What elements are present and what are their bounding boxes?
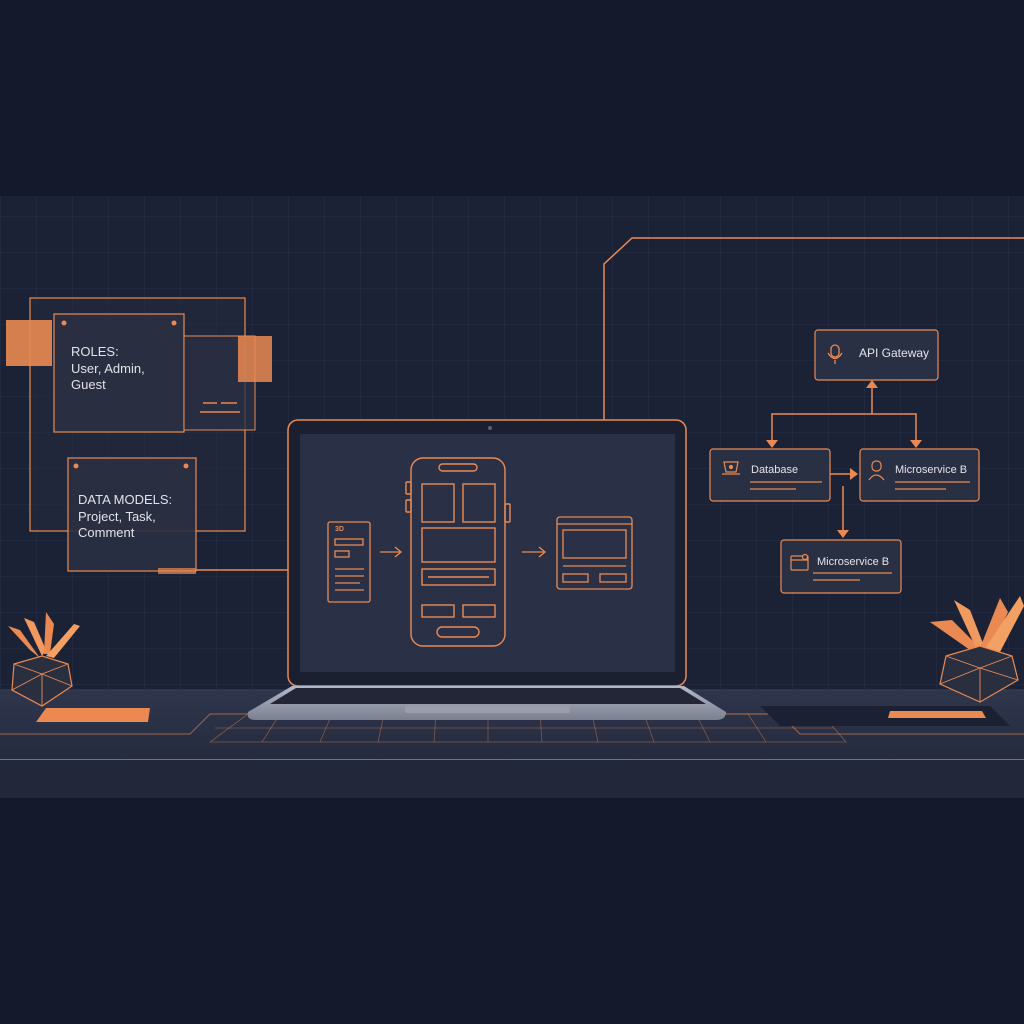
arrow-right-icon — [380, 546, 403, 558]
arrow-up-icon — [866, 380, 878, 388]
data-models-list: Project, Task, Comment — [78, 509, 156, 540]
orange-pad-left — [36, 708, 150, 722]
database-node — [709, 448, 831, 502]
trackpad — [405, 706, 570, 713]
plant-icon — [930, 596, 1024, 703]
data-models-note — [67, 457, 197, 572]
wireframe-desktop-page — [556, 516, 633, 590]
roles-list: User, Admin, Guest — [71, 361, 145, 392]
pin-icon — [171, 320, 177, 326]
microphone-icon — [827, 344, 843, 364]
roles-title: ROLES: — [71, 344, 119, 359]
database-label: Database — [751, 464, 799, 476]
laptop — [247, 419, 726, 720]
wireframe-small-screen — [327, 521, 371, 603]
laptop-screen — [300, 434, 675, 672]
window-icon — [790, 553, 809, 571]
database-icon — [722, 461, 740, 475]
arrow-down-icon — [910, 440, 922, 448]
api-gateway-label: API Gateway — [859, 346, 930, 360]
arrow-down-icon — [837, 530, 849, 538]
pin-icon — [183, 463, 189, 469]
orange-tab-right — [238, 336, 272, 382]
desk — [0, 689, 1024, 798]
architecture-diagram — [709, 329, 980, 594]
connector-lines — [196, 237, 1024, 571]
arrow-right-icon — [522, 546, 547, 558]
api-gateway-node — [814, 329, 939, 381]
data-models-title: DATA MODELS: — [78, 492, 173, 507]
pin-icon — [73, 463, 79, 469]
pin-icon — [61, 320, 67, 326]
sticky-notes-cluster — [6, 297, 272, 574]
webcam-icon — [488, 426, 492, 430]
arrow-right-icon — [850, 468, 858, 480]
orange-tab-left — [6, 320, 52, 366]
arrow-down-icon — [766, 440, 778, 448]
phone-wireframe-icon — [405, 457, 511, 647]
plant-icon — [8, 612, 80, 707]
microservice-bottom-label: Microservice B — [817, 556, 890, 568]
microservice-bottom-node — [780, 539, 902, 594]
microservice-right-node — [859, 448, 980, 502]
orange-pad-right — [888, 711, 986, 718]
microservice-right-label: Microservice B — [895, 464, 968, 476]
small-screen-label: 3D — [335, 526, 344, 533]
user-icon — [868, 460, 885, 481]
